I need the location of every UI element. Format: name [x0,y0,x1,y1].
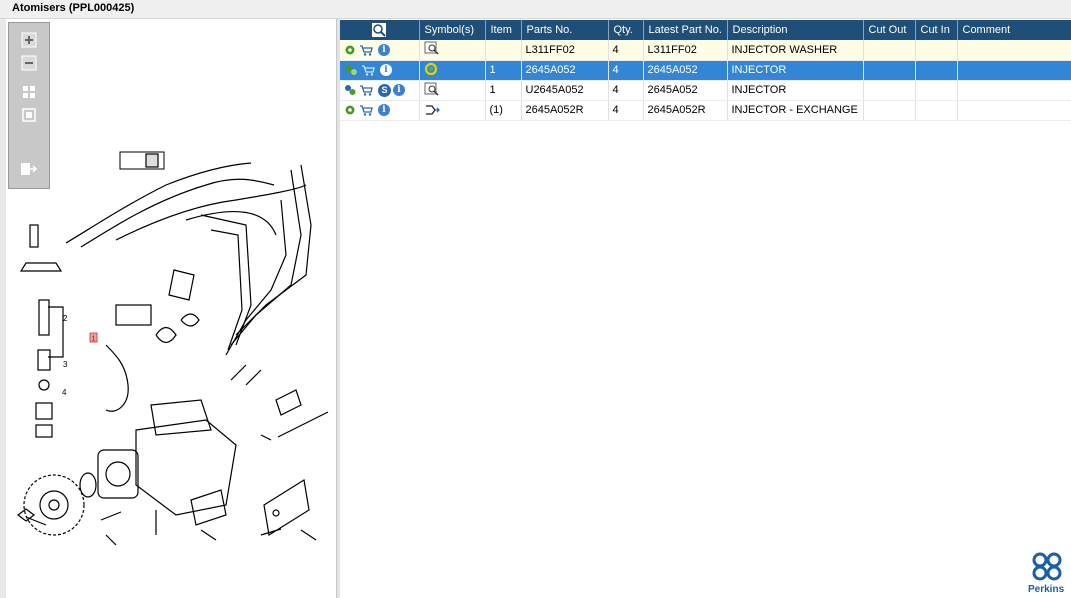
cell-latest-part-no: 2645A052R [643,100,728,121]
supersession-icon[interactable]: S [378,83,391,97]
callout-3: 3 [63,360,68,369]
cell-description: INJECTOR [727,60,864,81]
view-image-icon[interactable] [424,41,440,55]
header-cut-out[interactable]: Cut Out [863,20,916,40]
cell-cut-out [863,60,916,81]
cell-latest-part-no: L311FF02 [643,40,728,61]
header-preview-column[interactable] [340,20,420,40]
header-parts-no[interactable]: Parts No. [521,20,609,40]
exchange-cycle-icon[interactable] [424,62,438,76]
cart-icon[interactable] [359,104,373,116]
illustration-pane[interactable] [0,19,337,598]
zoom-out-icon[interactable] [20,54,38,72]
row-symbols [419,40,486,61]
header-cut-in[interactable]: Cut In [915,20,958,40]
row-actions: i [340,60,420,81]
row-actions: i [340,100,420,121]
parts-list-pane: Symbol(s) Item Parts No. Qty. Latest Par… [340,19,1071,598]
cell-description: INJECTOR WASHER [727,40,864,61]
perkins-logo-text: Perkins [1028,584,1065,595]
info-icon[interactable]: i [378,104,390,117]
cell-cut-in [915,60,958,81]
cart-icon[interactable] [359,44,373,56]
cell-item: 1 [485,60,522,81]
cell-description: INJECTOR - EXCHANGE [727,100,864,121]
cell-part-no: 2645A052 [521,60,609,81]
cell-part-no: U2645A052 [521,80,609,101]
info-icon[interactable]: i [380,64,392,77]
header-qty[interactable]: Qty. [608,20,644,40]
callout-1: 1 [92,336,96,343]
cell-description: INJECTOR [727,80,864,101]
cell-qty: 4 [608,40,644,61]
exchange-arrow-icon[interactable] [424,102,440,116]
table-row-selected[interactable]: i 1 2645A052 4 2645A052 INJECTOR [340,60,1071,81]
header-item[interactable]: Item [485,20,522,40]
cell-cut-in [915,40,958,61]
cell-cut-in [915,100,958,121]
row-symbols [419,60,486,81]
cell-latest-part-no: 2645A052 [643,60,728,81]
cell-cut-out [863,40,916,61]
cell-item: 1 [485,80,522,101]
header-description[interactable]: Description [727,20,864,40]
info-icon[interactable]: i [378,43,390,56]
info-icon[interactable]: i [393,84,405,96]
cell-qty: 4 [608,100,644,121]
cell-cut-out [863,100,916,121]
title-bar: Atomisers (PPL000425) [0,0,1071,19]
cart-icon[interactable] [359,84,373,96]
fit-all-icon[interactable] [20,83,38,101]
cell-comment [957,40,1071,61]
cell-part-no: 2645A052R [521,100,609,121]
gear-icon[interactable] [344,44,356,56]
table-row[interactable]: i L311FF02 4 L311FF02 INJECTOR WASHER [340,40,1071,61]
fit-page-icon[interactable] [20,106,38,124]
preview-icon [372,23,387,37]
cell-item: (1) [485,100,522,121]
header-comment[interactable]: Comment [957,20,1071,40]
row-symbols [419,100,486,121]
gear-icon[interactable] [344,104,356,116]
row-actions: i [340,40,420,61]
callout-2: 2 [63,314,68,323]
cell-qty: 4 [608,80,644,101]
header-symbols[interactable]: Symbol(s) [419,20,486,40]
cell-comment [957,80,1071,101]
export-icon[interactable] [20,160,38,178]
table-row[interactable]: i (1) 2645A052R 4 2645A052R INJECTOR - E… [340,100,1071,121]
perkins-logo-icon [1032,552,1062,581]
row-symbols [419,80,486,101]
view-image-icon[interactable] [424,82,440,96]
cart-icon[interactable] [361,64,375,76]
callout-4: 4 [62,388,67,397]
cell-item [485,40,522,61]
gears-icon[interactable] [344,84,356,96]
exploded-parts-diagram[interactable]: 2 3 4 1 [6,145,336,555]
cell-comment [957,60,1071,81]
parts-table: Symbol(s) Item Parts No. Qty. Latest Par… [340,20,1071,121]
cell-latest-part-no: 2645A052 [643,80,728,101]
cell-cut-out [863,80,916,101]
callout-1-highlight[interactable] [89,332,98,343]
pane-splitter[interactable] [337,19,340,598]
gear-swap-icon[interactable] [344,64,358,76]
window-title: Atomisers (PPL000425) [12,2,135,14]
table-header-row: Symbol(s) Item Parts No. Qty. Latest Par… [340,20,1071,40]
header-latest-part-no[interactable]: Latest Part No. [643,20,728,40]
zoom-in-icon[interactable] [20,31,38,49]
zoom-toolbox [8,22,50,189]
cell-comment [957,100,1071,121]
left-edge-strip [0,19,6,598]
cell-qty: 4 [608,60,644,81]
cell-part-no: L311FF02 [521,40,609,61]
cell-cut-in [915,80,958,101]
